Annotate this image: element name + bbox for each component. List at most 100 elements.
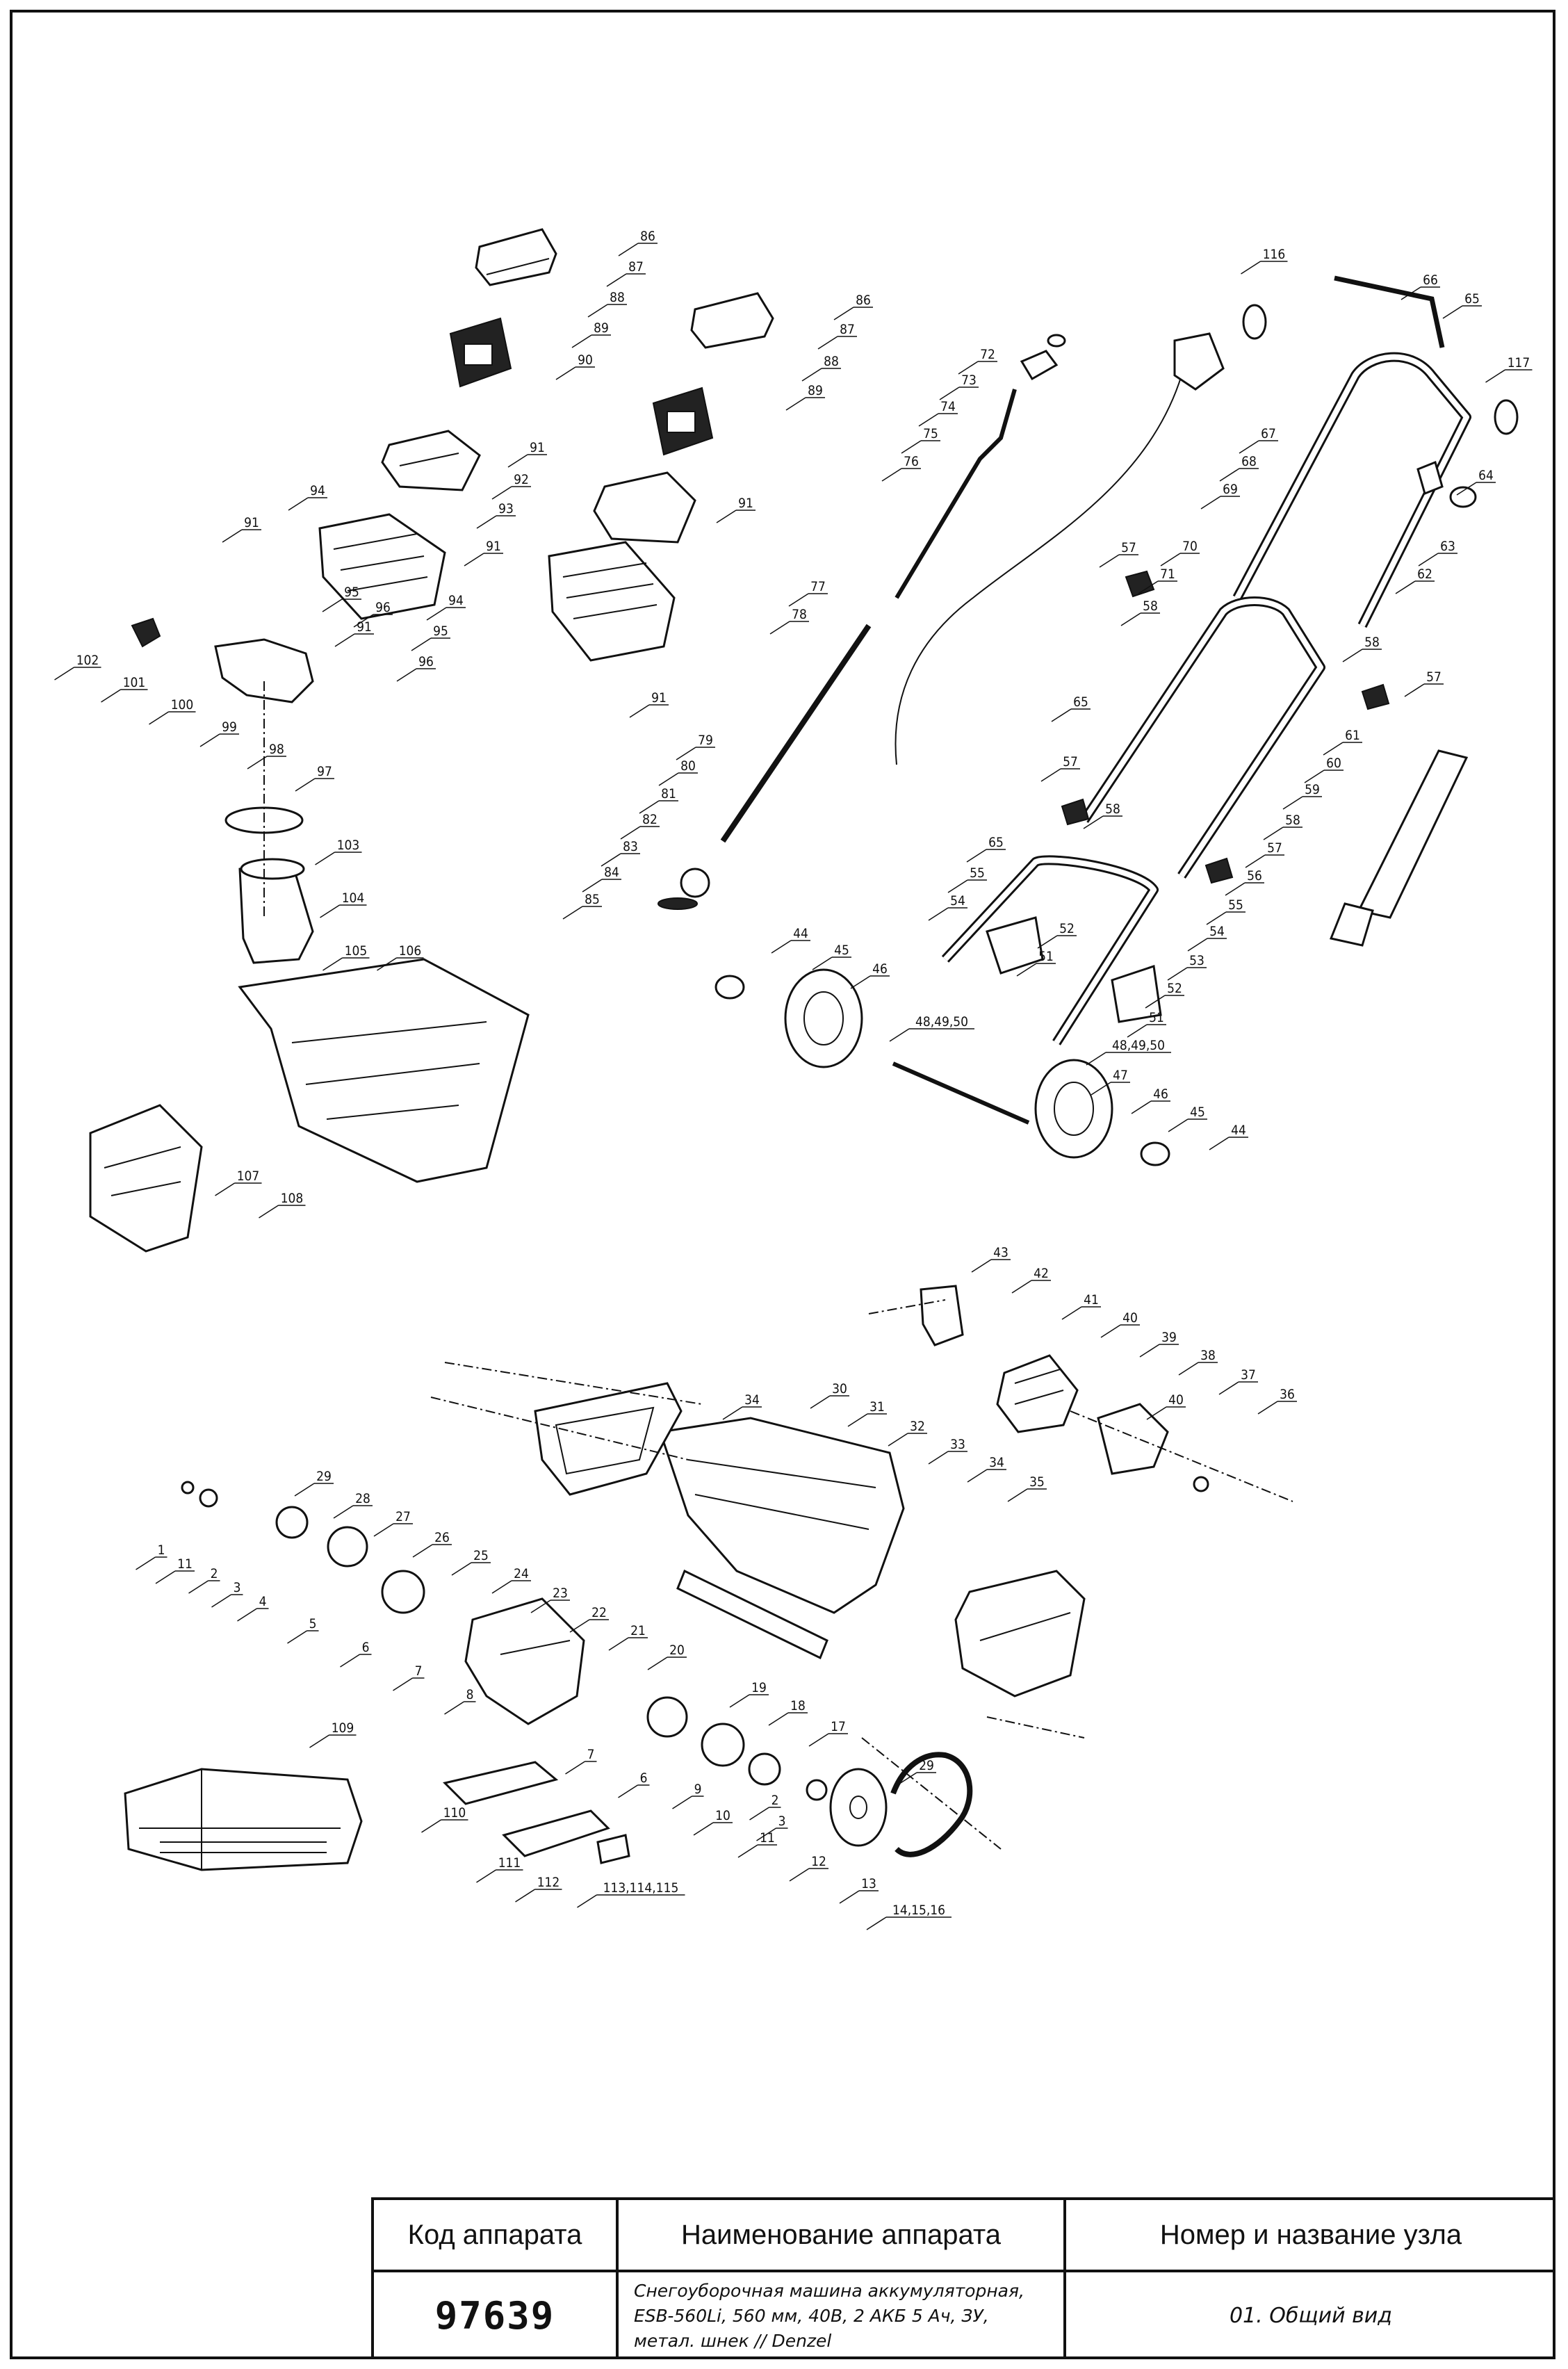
part-label-leader: [1395, 580, 1416, 594]
part-label-leader: [1304, 770, 1325, 783]
part-label: 88: [610, 290, 625, 305]
part-label-leader: [451, 1562, 472, 1576]
part-label: 110: [443, 1805, 466, 1821]
part-label: 28: [355, 1491, 370, 1506]
part-label-leader: [839, 1890, 860, 1904]
part-label: 25: [473, 1548, 489, 1563]
part-label: 2: [771, 1793, 779, 1808]
part-label: 48,49,50: [915, 1014, 968, 1029]
part-label-leader: [215, 1182, 235, 1196]
part-label: 99: [222, 719, 237, 735]
pulley: [829, 1768, 888, 1847]
part-label: 64: [1478, 468, 1494, 483]
part-label: 2: [211, 1566, 218, 1581]
bail-lever: [1242, 275, 1519, 435]
part-label: 94: [448, 593, 464, 608]
part-label-leader: [530, 1599, 551, 1613]
node-name: 01. Общий вид: [1229, 2304, 1393, 2328]
belt-cover: [954, 1570, 1086, 1698]
part-label-leader: [768, 1712, 789, 1726]
part-label-leader: [476, 515, 497, 529]
part-label: 44: [1231, 1123, 1246, 1138]
battery-cover-left: [475, 228, 557, 286]
part-label: 65: [1464, 291, 1480, 307]
part-label-leader: [808, 1733, 829, 1747]
part-label-leader: [606, 273, 627, 287]
part-label-leader: [1209, 1137, 1230, 1150]
part-label-leader: [507, 454, 528, 468]
battery-holder-right: [593, 471, 696, 544]
part-label-leader: [1139, 1344, 1160, 1358]
header-node: Номер и название узла: [1159, 2219, 1462, 2250]
part-label: 58: [1364, 635, 1380, 650]
part-label: 44: [793, 926, 808, 941]
part-label: 116: [1263, 247, 1286, 262]
part-label-leader: [971, 1259, 992, 1273]
part-label: 81: [661, 786, 676, 801]
part-label-leader: [850, 975, 871, 989]
part-label: 47: [1113, 1068, 1128, 1083]
part-label-leader: [555, 366, 576, 380]
part-label-leader: [1099, 554, 1120, 568]
part-label: 65: [1073, 694, 1088, 710]
part-label-leader: [333, 1505, 354, 1519]
part-label: 85: [585, 892, 600, 907]
part-label: 67: [1261, 426, 1276, 441]
part-label: 32: [910, 1419, 925, 1434]
part-label: 24: [514, 1566, 529, 1581]
part-label: 56: [1247, 868, 1262, 884]
part-label-leader: [693, 1822, 714, 1836]
part-label: 11: [177, 1556, 193, 1572]
part-label-leader: [1051, 708, 1072, 722]
part-label-leader: [658, 772, 679, 786]
part-label: 74: [940, 399, 956, 414]
part-label-leader: [639, 800, 660, 814]
part-label-leader: [1200, 496, 1221, 510]
part-label: 3: [778, 1814, 786, 1829]
part-label: 6: [362, 1640, 370, 1655]
part-label-leader: [928, 907, 949, 921]
part-label-leader: [1400, 286, 1421, 300]
part-label: 75: [923, 426, 938, 441]
part-label: 41: [1084, 1292, 1099, 1308]
auger-handle-grip: [1329, 749, 1469, 947]
motor-bracket: [1097, 1403, 1209, 1492]
part-label: 95: [433, 624, 448, 639]
part-label-leader: [1007, 1488, 1028, 1502]
part-label: 100: [171, 697, 194, 713]
part-label: 58: [1285, 813, 1300, 828]
part-label: 89: [594, 320, 609, 336]
part-label-leader: [1206, 911, 1227, 925]
part-label: 39: [1161, 1330, 1177, 1345]
part-label: 58: [1143, 599, 1158, 614]
part-label: 98: [269, 742, 284, 757]
device-name-line-2: ESB-560Li, 560 мм, 40В, 2 АКБ 5 Ач, ЗУ,: [634, 2305, 989, 2326]
part-label-leader: [1418, 553, 1439, 567]
part-label: 40: [1122, 1310, 1138, 1326]
part-label: 107: [237, 1169, 260, 1184]
part-label-leader: [1083, 815, 1104, 829]
drive-belt: [890, 1752, 973, 1857]
part-label: 13: [861, 1876, 876, 1891]
part-label-leader: [322, 599, 343, 612]
part-label: 22: [591, 1605, 607, 1620]
part-label: 7: [415, 1663, 423, 1679]
part-label: 102: [76, 653, 99, 668]
part-label: 7: [587, 1747, 595, 1762]
part-label-leader: [833, 307, 854, 320]
part-label-leader: [571, 334, 592, 348]
part-label-leader: [1061, 1306, 1082, 1320]
part-label: 88: [824, 354, 839, 369]
part-label-leader: [647, 1656, 668, 1670]
part-label: 52: [1167, 981, 1182, 996]
part-label-leader: [1160, 553, 1181, 567]
part-label: 91: [357, 619, 372, 635]
part-label-leader: [897, 1772, 917, 1786]
main-frame: [659, 1417, 905, 1614]
part-label: 29: [919, 1758, 934, 1773]
part-label-leader: [476, 1869, 496, 1883]
part-label: 35: [1029, 1474, 1045, 1490]
auger-plates-right: [646, 1696, 828, 1801]
part-label-leader: [101, 689, 121, 703]
